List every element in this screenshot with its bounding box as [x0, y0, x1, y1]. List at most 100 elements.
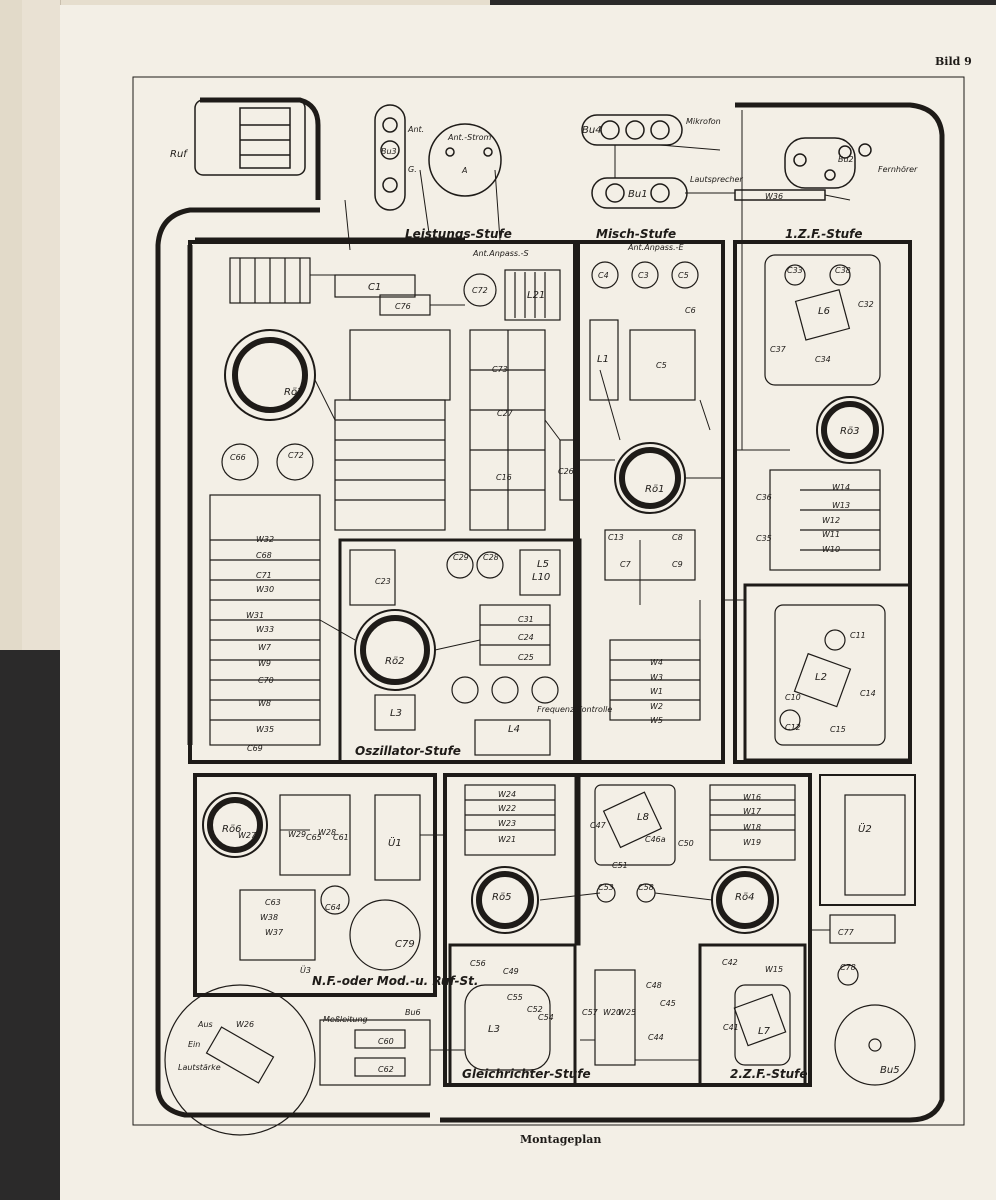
- label-bu4: Bu4: [582, 125, 602, 136]
- label-c4: C4: [598, 271, 609, 280]
- ro3-tube: [816, 396, 884, 464]
- label-w1: W1: [650, 687, 663, 696]
- caption: Montageplan: [520, 1133, 601, 1146]
- label-w10: W10: [822, 545, 840, 554]
- label-c45: C45: [660, 999, 676, 1008]
- label-lautstaerke: Lautstärke: [178, 1063, 221, 1072]
- label-l2: L2: [815, 672, 827, 683]
- label-w20: W20: [603, 1008, 621, 1017]
- figure-label: Bild 9: [935, 55, 972, 68]
- c62-capacitor: [354, 1057, 406, 1077]
- label-w14: W14: [832, 483, 850, 492]
- label-c27: C27: [497, 409, 514, 418]
- label-w30: W30: [256, 585, 274, 594]
- label-w18: W18: [743, 823, 761, 832]
- component-labels: Ruf Ant. G. Bu3 Ant.-Strom A Mikrofon Bu…: [170, 117, 918, 1076]
- frame-oszillator: [338, 538, 582, 764]
- label-w37: W37: [265, 928, 284, 937]
- label-ro4: Rö4: [735, 892, 754, 903]
- label-c37: C37: [770, 345, 787, 354]
- label-c28: C28: [483, 553, 499, 562]
- switch-deck: [334, 399, 446, 531]
- l7-filter-can: [734, 984, 791, 1066]
- ruf-switch: [194, 99, 306, 176]
- frame-zf1-lower: [743, 583, 912, 762]
- label-c62: C62: [378, 1065, 394, 1074]
- c66-trimmer: [221, 443, 259, 481]
- label-c36: C36: [756, 493, 772, 502]
- label-ant-anpass-e: Ant.Anpass.-E: [627, 243, 685, 252]
- label-w21: W21: [498, 835, 516, 844]
- label-c33: C33: [787, 266, 803, 275]
- zf1-components: [764, 254, 886, 746]
- background-sheet-top: [0, 0, 490, 6]
- label-w17: W17: [743, 807, 762, 816]
- label-w27: W27: [238, 831, 257, 840]
- label-ein: Ein: [188, 1040, 200, 1049]
- label-l3: L3: [390, 708, 402, 719]
- label-a: A: [461, 166, 467, 175]
- section-title-gleichrichter: Gleichrichter-Stufe: [462, 1067, 591, 1081]
- label-bu2: Bu2: [838, 155, 854, 164]
- label-c61: C61: [333, 833, 349, 842]
- label-c63: C63: [265, 898, 281, 907]
- l2-filter-can: [774, 604, 886, 746]
- label-w29: W29: [288, 830, 306, 839]
- label-fernhoerer: Fernhörer: [878, 165, 918, 174]
- label-l8: L8: [637, 812, 649, 823]
- label-c5-top: C5: [678, 271, 689, 280]
- label-w35: W35: [256, 725, 274, 734]
- label-c57: C57: [582, 1008, 599, 1017]
- label-c15: C15: [830, 725, 846, 734]
- l1-coil: [589, 319, 619, 401]
- connection-wires: [280, 110, 851, 1061]
- leistungs-components: [209, 257, 579, 746]
- bu3-socket: [374, 104, 406, 211]
- drawing-sheet: [60, 5, 996, 1200]
- label-c41: C41: [723, 1023, 739, 1032]
- bu6-block: [319, 1019, 431, 1086]
- label-c8: C8: [672, 533, 683, 542]
- label-c29: C29: [453, 553, 469, 562]
- label-w7: W7: [258, 643, 272, 652]
- c24-c25-c31: [479, 604, 551, 666]
- lautstaerke-dial: [164, 984, 316, 1136]
- label-w13: W13: [832, 501, 850, 510]
- label-c73: C73: [492, 365, 508, 374]
- label-c38: C38: [835, 266, 851, 275]
- label-ro6: Rö6: [222, 824, 241, 835]
- ro7-tube: [224, 329, 316, 421]
- section-title-zf2: 2.Z.F.-Stufe: [730, 1067, 808, 1081]
- label-c42: C42: [722, 958, 738, 967]
- label-bu3: Bu3: [381, 147, 397, 156]
- ro5-tube: [471, 866, 539, 934]
- label-ant-strom: Ant.-Strom: [447, 133, 492, 142]
- label-c79: C79: [395, 939, 415, 950]
- label-c72-mid: C72: [288, 451, 304, 460]
- label-w15: W15: [765, 965, 783, 974]
- label-c26: C26: [558, 467, 574, 476]
- frame-u2: [819, 774, 916, 906]
- label-c55: C55: [507, 993, 523, 1002]
- label-l21: L21: [527, 290, 545, 301]
- c28-trimmer: [476, 551, 504, 579]
- label-c64: C64: [325, 903, 341, 912]
- c77-capacitor: [829, 914, 896, 944]
- c72-trimmer: [463, 273, 497, 307]
- c3-trimmer: [631, 261, 659, 289]
- label-c49: C49: [503, 967, 519, 976]
- label-c60: C60: [378, 1037, 394, 1046]
- l3-coil: [374, 694, 416, 731]
- label-c25: C25: [518, 653, 534, 662]
- c26-capacitor: [559, 439, 579, 501]
- top-components: [194, 99, 872, 211]
- label-c47: C47: [590, 821, 607, 830]
- label-u2: Ü2: [858, 822, 872, 835]
- label-aus: Aus: [197, 1020, 213, 1029]
- label-c72-top: C72: [472, 286, 488, 295]
- label-c58: C58: [638, 883, 654, 892]
- label-c32: C32: [858, 300, 874, 309]
- section-title-nf: N.F.-oder Mod.-u. Ruf-St.: [312, 974, 478, 988]
- label-c48: C48: [646, 981, 662, 990]
- section-title-zf1: 1.Z.F.-Stufe: [785, 227, 863, 241]
